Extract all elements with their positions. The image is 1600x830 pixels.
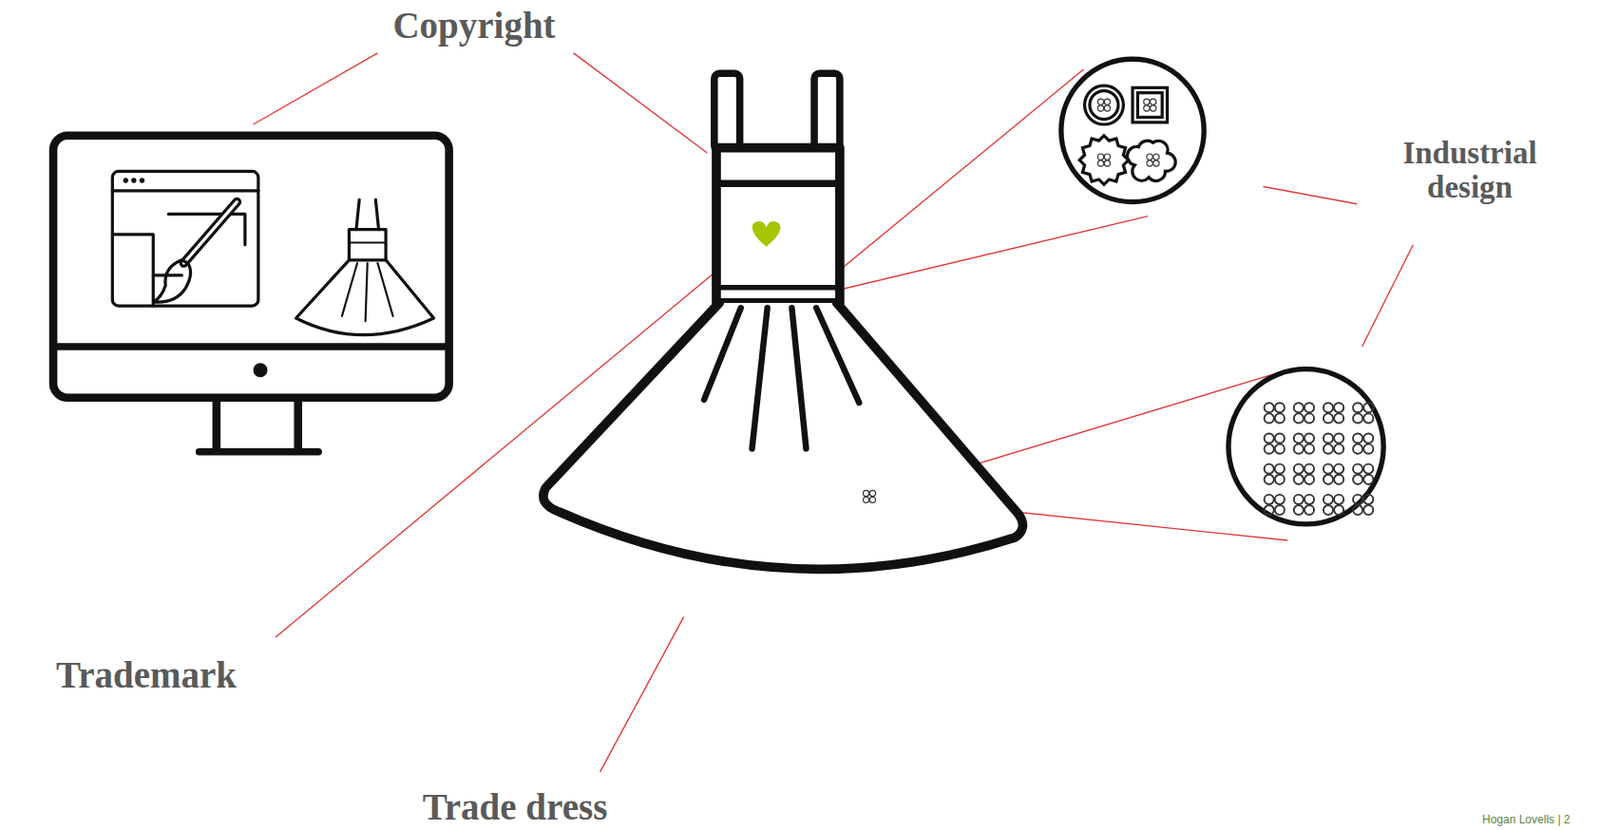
rect-shape xyxy=(714,73,741,152)
use-shape xyxy=(1097,153,1110,167)
ip-label: Copyright xyxy=(369,5,579,47)
path-shape xyxy=(1126,140,1176,181)
rect-shape xyxy=(716,148,840,304)
line-shape xyxy=(199,448,320,457)
line-shape xyxy=(293,400,303,450)
line-shape xyxy=(752,307,768,449)
line-shape xyxy=(183,202,237,264)
line-shape xyxy=(112,189,259,192)
circle-shape xyxy=(123,178,128,183)
line-shape xyxy=(252,53,378,125)
path-shape xyxy=(543,303,1024,570)
use-shape xyxy=(1264,495,1285,515)
line-shape xyxy=(805,216,1148,299)
path-shape xyxy=(1079,135,1129,186)
line-shape xyxy=(704,307,742,400)
path-shape xyxy=(296,260,435,336)
polyline-shape xyxy=(112,234,153,306)
path-shape xyxy=(752,221,781,248)
pattern-detail xyxy=(1228,369,1384,525)
use-shape xyxy=(1323,433,1344,454)
use-shape xyxy=(1323,464,1344,485)
line-shape xyxy=(365,263,368,322)
rect-shape xyxy=(1137,93,1162,118)
line-shape xyxy=(212,400,222,450)
line-shape xyxy=(600,617,685,773)
use-shape xyxy=(1264,433,1285,454)
use-shape xyxy=(1352,464,1373,485)
use-shape xyxy=(1294,464,1315,485)
use-shape xyxy=(1323,402,1344,423)
g-shape xyxy=(1264,402,1374,515)
use-shape xyxy=(1264,402,1285,423)
line-shape xyxy=(55,342,447,351)
line-shape xyxy=(805,69,1084,299)
use-shape xyxy=(1323,495,1344,515)
line-shape xyxy=(1262,186,1357,204)
circle-shape xyxy=(1228,369,1384,525)
circle-shape xyxy=(252,362,267,378)
use-shape xyxy=(1264,464,1285,485)
line-shape xyxy=(573,53,708,153)
line-shape xyxy=(716,180,840,189)
rect-shape xyxy=(814,73,840,152)
ip-label: Trade dress xyxy=(377,787,653,829)
line-shape xyxy=(375,199,379,229)
circle-shape xyxy=(132,178,136,183)
line-shape xyxy=(377,263,393,317)
path-shape xyxy=(846,316,1024,519)
circle-shape xyxy=(1085,85,1124,125)
line-shape xyxy=(716,285,840,290)
use-shape xyxy=(1146,153,1160,167)
line-shape xyxy=(183,202,237,264)
line-shape xyxy=(356,199,360,229)
rect-shape xyxy=(53,135,450,399)
leader-lines xyxy=(252,53,1413,773)
use-shape xyxy=(1352,495,1373,515)
use-shape xyxy=(1294,433,1315,454)
dress-illustration xyxy=(543,73,1024,570)
line-shape xyxy=(342,263,358,317)
line-shape xyxy=(791,307,806,449)
buttons-detail xyxy=(1061,58,1204,202)
use-shape xyxy=(1352,433,1373,454)
footer-text: Hogan Lovells | 2 xyxy=(1482,814,1600,827)
use-shape xyxy=(1097,98,1110,112)
line-shape xyxy=(348,241,386,244)
rect-shape xyxy=(348,229,386,261)
ip-label: Industrial design xyxy=(1365,135,1575,206)
circle-shape xyxy=(1089,91,1119,120)
line-shape xyxy=(816,307,859,403)
use-shape xyxy=(1352,402,1373,423)
monitor-icon xyxy=(53,135,450,453)
path-shape xyxy=(152,260,191,303)
use-shape xyxy=(1143,98,1157,112)
circle-shape xyxy=(139,178,144,183)
use-shape xyxy=(862,490,876,503)
ip-label: Trademark xyxy=(3,655,289,697)
use-shape xyxy=(1294,402,1315,423)
circle-shape xyxy=(1061,58,1204,202)
rect-shape xyxy=(112,171,259,306)
line-shape xyxy=(1362,245,1414,347)
rect-shape xyxy=(1132,87,1168,123)
use-shape xyxy=(1294,495,1315,515)
